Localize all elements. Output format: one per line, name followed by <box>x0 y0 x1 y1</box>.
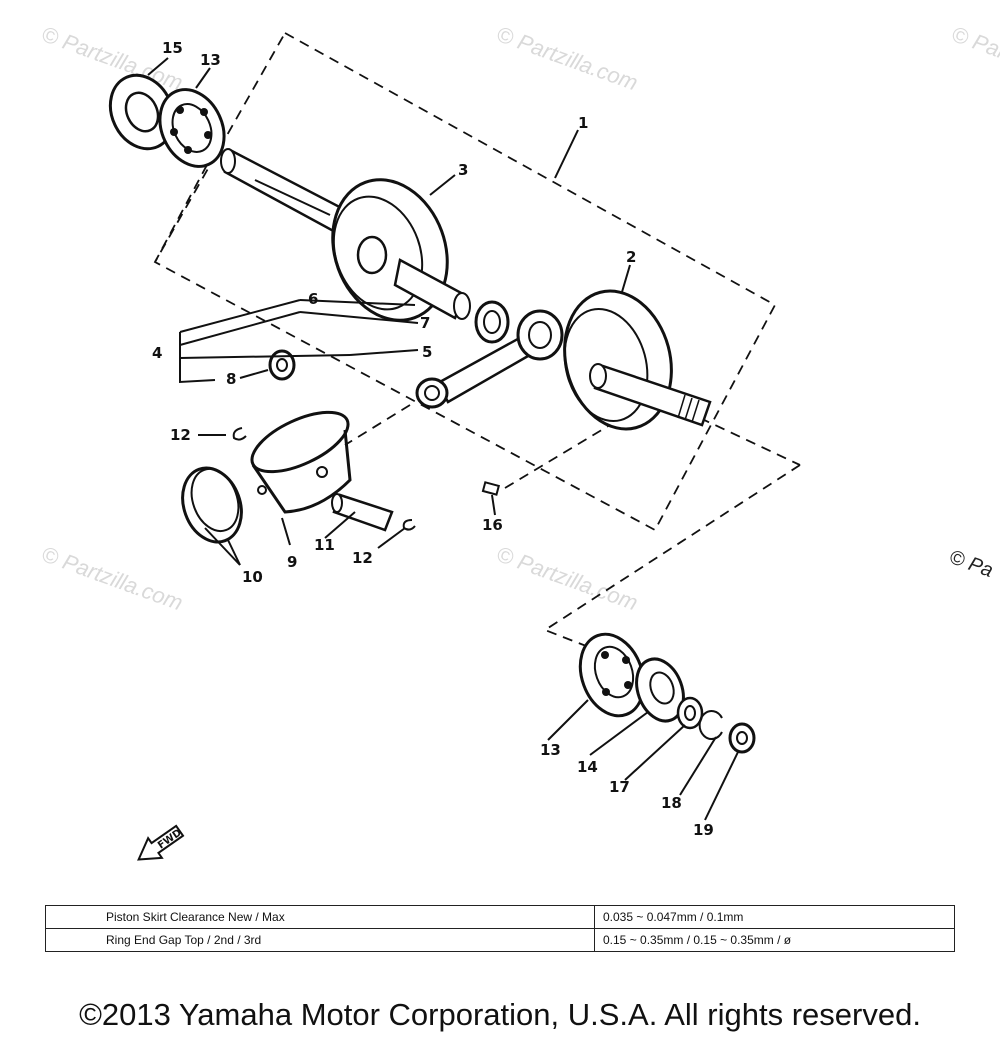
label-part-12-bottom: 12 <box>352 549 373 567</box>
crank-half-3 <box>220 148 471 322</box>
spec-table: Piston Skirt Clearance New / Max 0.035 ~… <box>45 905 955 952</box>
label-part-14: 14 <box>577 758 598 776</box>
washer-17 <box>676 696 704 730</box>
table-row: Ring End Gap Top / 2nd / 3rd 0.15 ~ 0.35… <box>45 928 955 952</box>
forward-arrow-icon: FWD <box>137 824 185 861</box>
key-16 <box>481 481 501 496</box>
label-part-8: 8 <box>226 370 236 388</box>
label-part-13-top: 13 <box>200 51 221 69</box>
label-part-5: 5 <box>422 343 432 361</box>
oil-seal-14 <box>635 657 685 723</box>
watermark: © Partzilla.com <box>493 541 641 615</box>
label-part-18: 18 <box>661 794 682 812</box>
needle-bearing-8 <box>268 349 296 381</box>
watermark: © Partzilla.com <box>38 21 186 95</box>
label-part-16: 16 <box>482 516 503 534</box>
label-part-3: 3 <box>458 161 468 179</box>
piston-pin-11 <box>331 493 394 532</box>
exploded-parts-diagram: © Partzilla.com © Partzilla.com © Partzi… <box>38 21 1000 861</box>
needle-bearing-7 <box>474 300 510 344</box>
watermark: © Partzilla.com <box>493 21 641 95</box>
oil-seal-15 <box>108 73 176 151</box>
watermark-partial: © Pa <box>946 546 996 582</box>
label-part-17: 17 <box>609 778 630 796</box>
clip-12-top <box>232 427 247 441</box>
label-part-4: 4 <box>152 344 162 362</box>
watermark: © Partzilla.com <box>38 541 186 615</box>
label-part-19: 19 <box>693 821 714 839</box>
label-part-1: 1 <box>578 114 588 132</box>
circlip-18 <box>698 710 723 740</box>
label-part-2: 2 <box>626 248 636 266</box>
leader-dashed <box>504 406 641 489</box>
label-part-13-lower: 13 <box>540 741 561 759</box>
label-part-7: 7 <box>420 314 430 332</box>
leader-dashed <box>543 464 801 666</box>
assembly-outline-side <box>154 149 216 263</box>
piston-9 <box>250 410 352 530</box>
table-row: Piston Skirt Clearance New / Max 0.035 ~… <box>45 905 955 929</box>
clip-12-bottom <box>402 519 416 531</box>
spec-name: Piston Skirt Clearance New / Max <box>45 905 595 929</box>
connecting-rod-5 <box>415 309 564 409</box>
label-part-15: 15 <box>162 39 183 57</box>
label-part-11: 11 <box>314 536 335 554</box>
leader-dashed <box>699 417 801 466</box>
label-part-10: 10 <box>242 568 263 586</box>
bearing-13-top <box>158 88 226 168</box>
leader-lines <box>147 57 739 821</box>
piston-rings-10 <box>181 466 243 544</box>
crank-half-2 <box>563 289 712 431</box>
assembly-outline <box>153 31 777 532</box>
label-part-6: 6 <box>308 290 318 308</box>
spec-value: 0.035 ~ 0.047mm / 0.1mm <box>594 905 955 929</box>
spec-name: Ring End Gap Top / 2nd / 3rd <box>45 928 595 952</box>
watermark: © Partzilla.com <box>948 21 1000 95</box>
copyright-notice: ©2013 Yamaha Motor Corporation, U.S.A. A… <box>79 997 921 1032</box>
nut-19 <box>728 722 756 754</box>
label-part-9: 9 <box>287 553 297 571</box>
bearing-13-lower <box>578 632 646 718</box>
label-part-12-top: 12 <box>170 426 191 444</box>
leader-dashed <box>344 404 411 446</box>
spec-value: 0.15 ~ 0.35mm / 0.15 ~ 0.35mm / ø <box>594 928 955 952</box>
